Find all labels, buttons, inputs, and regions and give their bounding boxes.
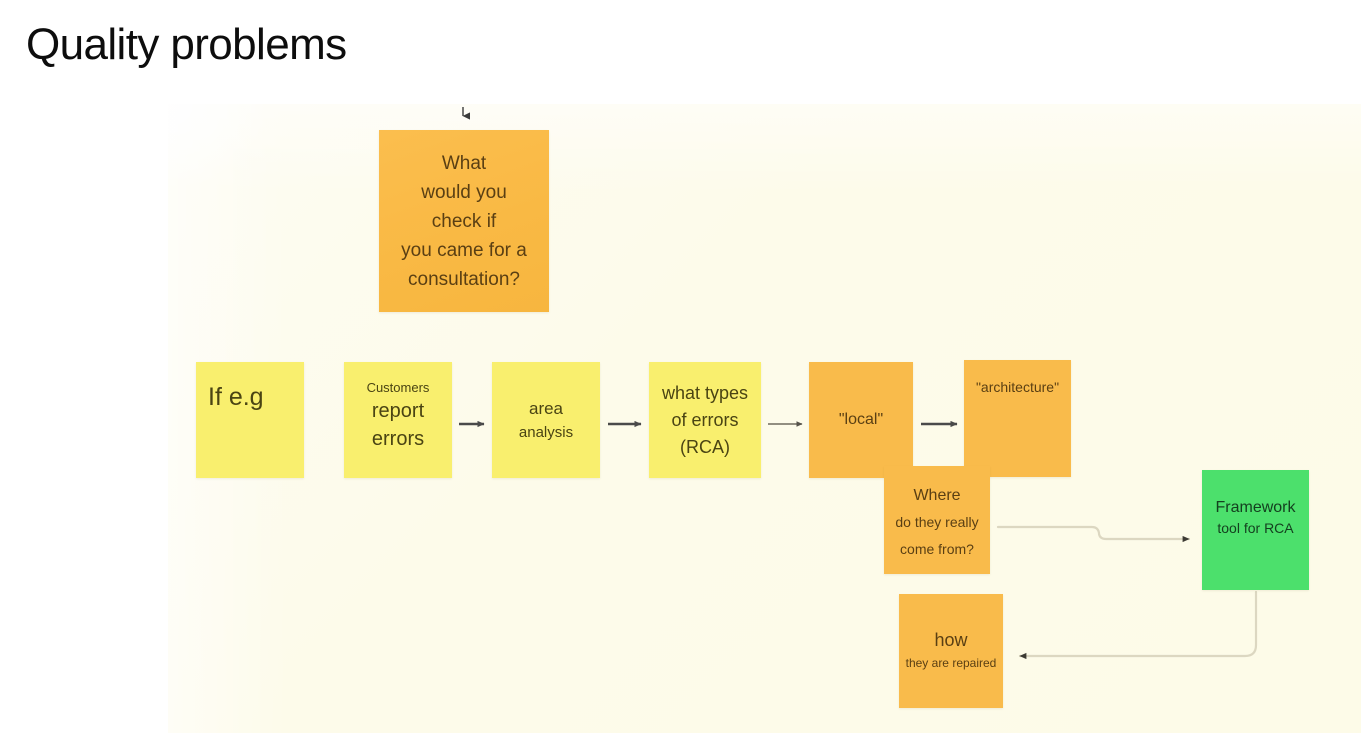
note-line: errors bbox=[371, 428, 425, 450]
page-title: Quality problems bbox=[26, 20, 347, 69]
note-line: come from? bbox=[900, 541, 974, 557]
note-line: report bbox=[371, 400, 425, 422]
note-line: check if bbox=[431, 211, 497, 232]
sticky-note-area-analysis[interactable]: area analysis bbox=[492, 362, 600, 478]
note-line: would you bbox=[421, 182, 507, 203]
note-line: what types bbox=[661, 382, 749, 403]
note-line: they are repaired bbox=[905, 656, 997, 670]
sticky-note-where-do-they-come-from[interactable]: Where do they really come from? bbox=[884, 466, 990, 574]
note-line: consultation? bbox=[408, 269, 520, 290]
sticky-note-architecture[interactable]: "architecture" bbox=[964, 360, 1071, 477]
note-line: Customers bbox=[366, 380, 430, 395]
sticky-note-local[interactable]: "local" bbox=[809, 362, 913, 478]
sticky-note-error-types-rca[interactable]: what types of errors (RCA) bbox=[649, 362, 761, 478]
note-line: analysis bbox=[518, 424, 574, 441]
sticky-note-customers-report-errors[interactable]: Customers report errors bbox=[344, 362, 452, 478]
sticky-note-if-eg[interactable]: If e.g bbox=[196, 362, 304, 478]
note-line: "local" bbox=[838, 411, 884, 428]
sticky-note-consultation[interactable]: What would you check if you came for a c… bbox=[379, 130, 549, 312]
note-line: If e.g bbox=[208, 383, 264, 411]
note-line: of errors bbox=[671, 409, 739, 430]
note-line: how bbox=[934, 630, 968, 650]
note-line: Framework bbox=[1215, 499, 1296, 516]
sticky-note-how-they-are-repaired[interactable]: how they are repaired bbox=[899, 594, 1003, 708]
note-line: do they really bbox=[895, 514, 979, 530]
note-line: area bbox=[528, 399, 564, 418]
note-line: "architecture" bbox=[975, 379, 1060, 395]
note-line: tool for RCA bbox=[1217, 520, 1294, 536]
note-line: (RCA) bbox=[680, 436, 730, 457]
sticky-note-framework-tool-for-rca[interactable]: Framework tool for RCA bbox=[1202, 470, 1309, 590]
note-line: you came for a bbox=[401, 240, 527, 261]
note-line: Where bbox=[913, 487, 961, 504]
note-line: What bbox=[441, 153, 487, 174]
